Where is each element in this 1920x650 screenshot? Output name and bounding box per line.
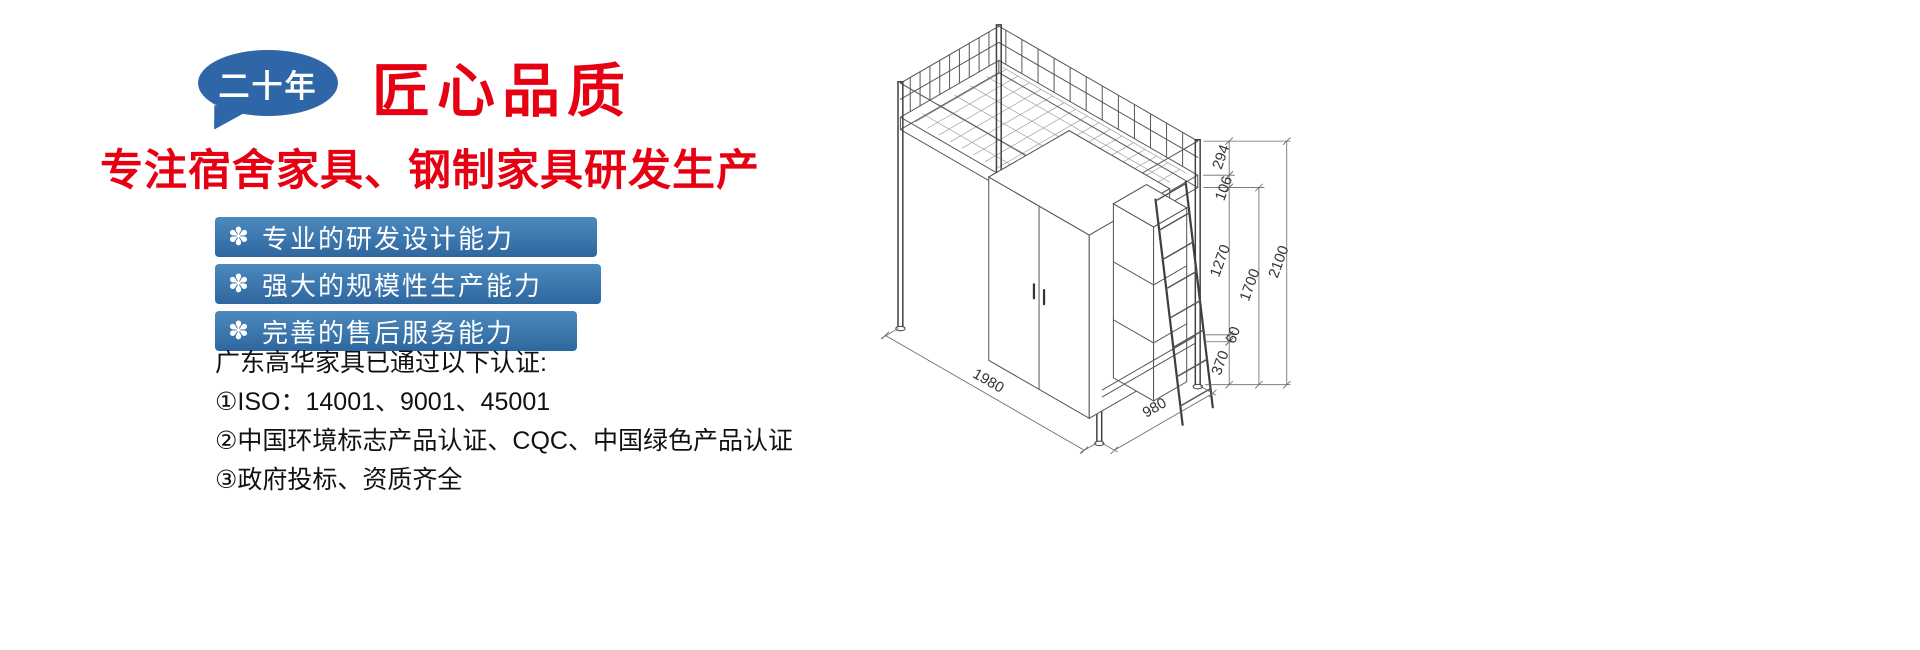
capability-list: ✽ 专业的研发设计能力 ✽ 强大的规模性生产能力 ✽ 完善的售后服务能力 (215, 217, 601, 351)
dim-label-total-height: 2100 (1266, 244, 1292, 280)
cert-item-1: ①ISO：14001、9001、45001 (215, 388, 551, 416)
dim-label-top-section: 294 (1210, 143, 1234, 172)
capability-label-3: 完善的售后服务能力 (261, 317, 514, 348)
dim-label-frame-thickness: 106 (1213, 174, 1237, 203)
dim-label-stretcher-gap: 60 (1223, 325, 1244, 346)
product-dimension-diagram: 294 106 1270 1700 2100 60 370 1980 980 (830, 10, 1350, 479)
capability-label-2: 强大的规模性生产能力 (261, 270, 542, 301)
capability-label-1: 专业的研发设计能力 (261, 223, 514, 254)
cert-item-2: ②中国环境标志产品认证、CQC、中国绿色产品认证 (215, 427, 793, 455)
flower-icon: ✽ (228, 316, 251, 345)
capability-bar-1: ✽ 专业的研发设计能力 (215, 217, 597, 257)
flower-icon: ✽ (228, 222, 251, 251)
capability-bar-3: ✽ 完善的售后服务能力 (215, 311, 577, 351)
dim-label-under-bed-clearance: 1270 (1208, 243, 1234, 279)
cert-intro: 广东高华家具已通过以下认证: (215, 349, 547, 377)
speech-bubble: 二十年 (198, 50, 338, 116)
dim-label-bed-depth: 980 (1140, 395, 1169, 421)
headline: 匠心品质 (372, 59, 633, 124)
flower-icon: ✽ (228, 269, 251, 298)
bubble-text: 二十年 (218, 68, 318, 104)
loft-bed-isometric-drawing: 294 106 1270 1700 2100 60 370 1980 980 (880, 24, 1292, 455)
dim-label-base-height: 370 (1209, 349, 1233, 378)
cert-item-3: ③政府投标、资质齐全 (215, 466, 463, 494)
certification-list: 广东高华家具已通过以下认证: ①ISO：14001、9001、45001 ②中国… (215, 344, 793, 500)
capability-bar-2: ✽ 强大的规模性生产能力 (215, 264, 601, 304)
subheadline: 专注宿舍家具、钢制家具研发生产 (100, 147, 760, 195)
dim-label-bed-length: 1980 (970, 366, 1007, 396)
dim-label-bed-frame-height: 1700 (1237, 267, 1263, 303)
